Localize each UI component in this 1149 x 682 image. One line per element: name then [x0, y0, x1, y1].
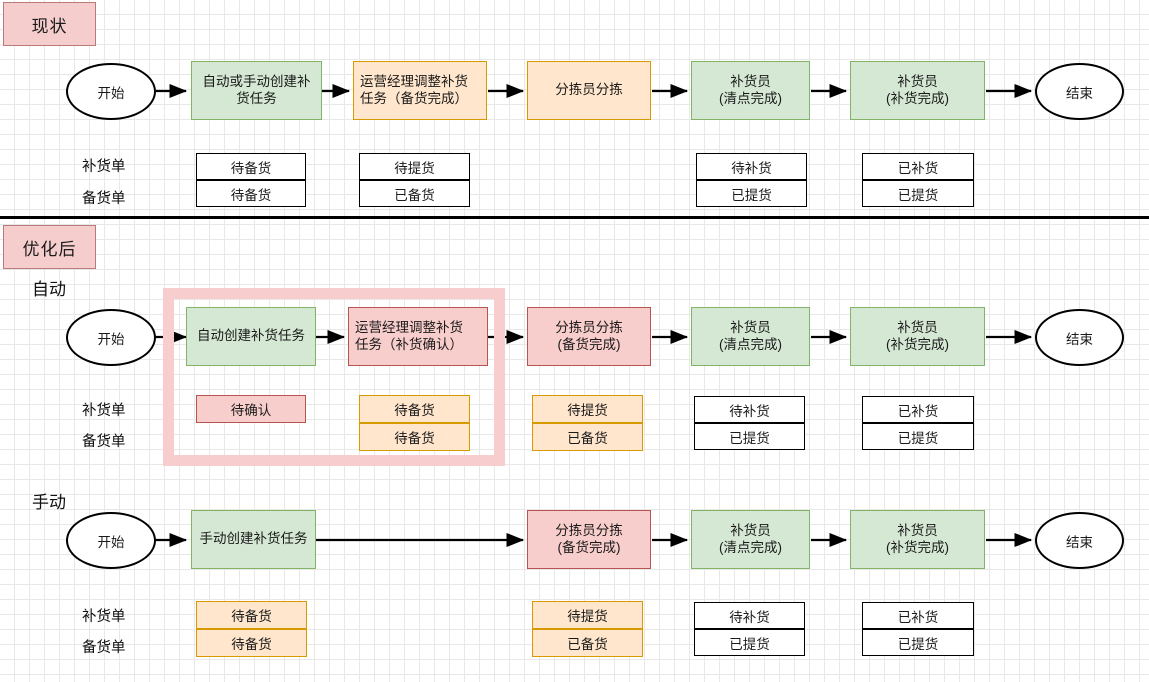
node-line-1: 补货员 — [730, 73, 771, 89]
status-replenish-current-4: 已补货 — [862, 153, 974, 180]
node-start-current[interactable]: 开始 — [66, 63, 156, 120]
status-replenish-auto-4: 待补货 — [694, 396, 805, 423]
node-end-manual[interactable]: 结束 — [1035, 512, 1124, 569]
highlight-frame-auto — [163, 288, 505, 466]
node-replenisher-done-auto[interactable]: 补货员 (补货完成) — [850, 307, 985, 366]
status-prepare-current-2: 已备货 — [359, 180, 470, 207]
node-line-2: (清点完成) — [719, 90, 782, 106]
row-label-replenish-manual: 补货单 — [82, 608, 126, 625]
node-line-1: 补货员 — [730, 522, 771, 538]
section-tag-optimized: 优化后 — [3, 225, 96, 269]
subhead-manual: 手动 — [32, 492, 66, 512]
node-line-2: (备货完成) — [557, 336, 621, 352]
node-replenisher-done-current[interactable]: 补货员 (补货完成) — [850, 61, 985, 120]
node-line-1: 自动或手动创建补 — [202, 73, 311, 89]
node-line-1: 补货员 — [897, 522, 938, 538]
node-line-1: 补货员 — [730, 319, 771, 335]
node-line-2: 任务（备货完成） — [360, 90, 468, 106]
status-prepare-manual-4: 已提货 — [694, 629, 805, 656]
node-line-2: (补货完成) — [886, 336, 949, 352]
node-line-1: 分拣员分拣 — [555, 522, 623, 538]
status-prepare-auto-5: 已提货 — [862, 423, 974, 450]
row-label-prepare-manual: 备货单 — [82, 639, 126, 656]
status-replenish-auto-5: 已补货 — [862, 396, 974, 423]
node-adjust-task-current[interactable]: 运营经理调整补货 任务（备货完成） — [353, 61, 487, 120]
status-prepare-auto-4: 已提货 — [694, 423, 805, 450]
node-line-1: 补货员 — [897, 319, 938, 335]
node-adjust-task-auto[interactable]: 运营经理调整补货 任务（补货确认） — [348, 307, 488, 366]
node-line-1: 补货员 — [897, 73, 938, 89]
node-sorter-auto[interactable]: 分拣员分拣 (备货完成) — [527, 307, 651, 366]
status-replenish-current-3: 待补货 — [696, 153, 807, 180]
node-end-current[interactable]: 结束 — [1035, 63, 1124, 120]
subhead-auto: 自动 — [32, 279, 66, 299]
status-replenish-manual-1: 待备货 — [196, 601, 307, 629]
node-replenisher-done-manual[interactable]: 补货员 (补货完成) — [850, 510, 985, 569]
node-line-2: (补货完成) — [886, 90, 949, 106]
node-sorter-current[interactable]: 分拣员分拣 — [527, 61, 651, 120]
status-prepare-auto-2: 待备货 — [359, 423, 470, 451]
status-replenish-manual-5: 已补货 — [862, 602, 974, 629]
node-start-auto[interactable]: 开始 — [66, 309, 156, 366]
node-line-2: (清点完成) — [719, 539, 782, 555]
node-line-2: (备货完成) — [557, 539, 621, 555]
node-replenisher-count-manual[interactable]: 补货员 (清点完成) — [691, 510, 810, 569]
node-line-1: 运营经理调整补货 — [360, 73, 468, 89]
node-create-task-auto[interactable]: 自动创建补货任务 — [186, 307, 316, 366]
node-create-task-manual[interactable]: 手动创建补货任务 — [191, 510, 316, 569]
node-create-task-current[interactable]: 自动或手动创建补 货任务 — [191, 61, 322, 120]
node-start-manual[interactable]: 开始 — [66, 512, 156, 569]
status-replenish-auto-3: 待提货 — [532, 395, 643, 423]
status-prepare-manual-3: 已备货 — [532, 629, 643, 657]
status-replenish-current-2: 待提货 — [359, 153, 470, 180]
status-replenish-auto-1: 待确认 — [196, 395, 306, 423]
status-prepare-current-4: 已提货 — [862, 180, 974, 207]
node-line-2: 货任务 — [236, 90, 277, 106]
section-tag-current: 现状 — [3, 2, 96, 46]
status-replenish-manual-4: 待补货 — [694, 602, 805, 629]
node-line-1: 分拣员分拣 — [555, 319, 623, 335]
status-prepare-current-1: 待备货 — [196, 180, 306, 207]
row-label-prepare-auto: 备货单 — [82, 433, 126, 450]
status-prepare-auto-3: 已备货 — [532, 423, 643, 451]
node-end-auto[interactable]: 结束 — [1035, 309, 1124, 366]
section-divider — [0, 216, 1149, 219]
node-replenisher-count-current[interactable]: 补货员 (清点完成) — [691, 61, 810, 120]
status-replenish-manual-3: 待提货 — [532, 601, 643, 629]
status-replenish-current-1: 待备货 — [196, 153, 306, 180]
node-line-1: 运营经理调整补货 — [355, 319, 463, 335]
status-replenish-auto-2: 待备货 — [359, 395, 470, 423]
node-line-2: (清点完成) — [719, 336, 782, 352]
row-label-replenish-auto: 补货单 — [82, 402, 126, 419]
status-prepare-manual-5: 已提货 — [862, 629, 974, 656]
row-label-prepare-current: 备货单 — [82, 190, 126, 207]
row-label-replenish-current: 补货单 — [82, 158, 126, 175]
node-line-2: 任务（补货确认） — [355, 336, 463, 352]
status-prepare-current-3: 已提货 — [696, 180, 807, 207]
node-sorter-manual[interactable]: 分拣员分拣 (备货完成) — [527, 510, 651, 569]
node-replenisher-count-auto[interactable]: 补货员 (清点完成) — [691, 307, 810, 366]
status-prepare-manual-1: 待备货 — [196, 629, 307, 657]
node-line-2: (补货完成) — [886, 539, 949, 555]
